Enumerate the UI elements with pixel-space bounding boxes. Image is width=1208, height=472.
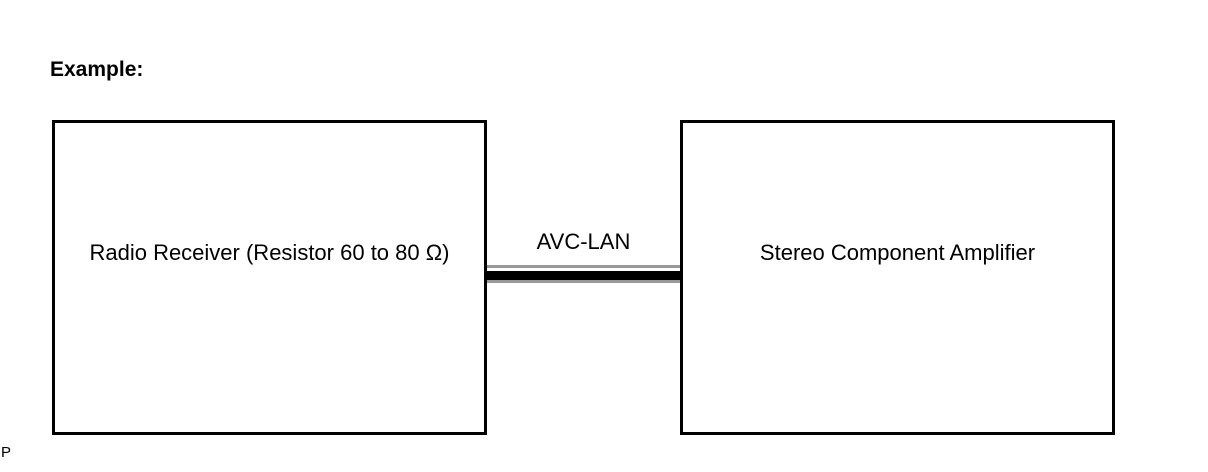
example-heading: Example: [50, 58, 144, 81]
bus-label-avc-lan: AVC-LAN [536, 229, 631, 254]
avc-lan-bus-line [487, 265, 680, 283]
bus-line-main [487, 271, 680, 280]
node-stereo-component-amplifier: Stereo Component Amplifier [680, 120, 1115, 435]
bus-line-upper [487, 265, 680, 268]
bus-line-shadow [487, 280, 680, 283]
node-stereo-component-amplifier-label: Stereo Component Amplifier [759, 239, 1036, 265]
page-edge-text-fragment: P [1, 444, 12, 461]
node-radio-receiver-label: Radio Receiver (Resistor 60 to 80 Ω) [89, 239, 450, 265]
node-radio-receiver: Radio Receiver (Resistor 60 to 80 Ω) [52, 120, 487, 435]
